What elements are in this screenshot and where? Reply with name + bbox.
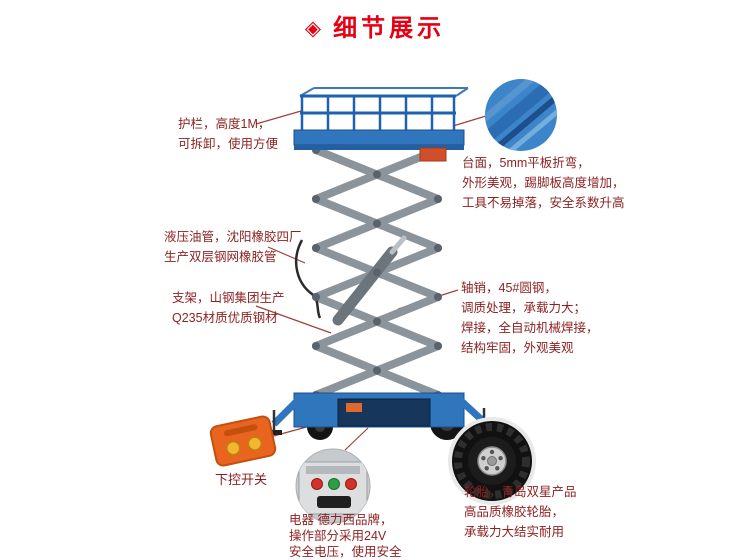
note-line: Q235材质优质钢材 — [172, 311, 278, 325]
note-line: 工具不易掉落，安全系数升高 — [462, 196, 625, 210]
note-line: 操作部分采用24V — [289, 529, 387, 543]
note-hydraulic-hose: 液压油管，沈阳橡胶四厂 生产双层钢网橡胶管 — [164, 227, 302, 267]
leader-frame — [255, 305, 332, 334]
note-guardrail: 护栏，高度1M， 可拆卸，使用方便 — [178, 114, 278, 154]
panel-button-green — [328, 478, 340, 490]
callout-circle-platform-detail — [485, 79, 557, 151]
leader-panel — [344, 427, 369, 451]
note-platform: 台面，5mm平板折弯， 外形美观，踢脚板高度增加， 工具不易掉落，安全系数升高 — [462, 153, 625, 213]
note-line: 生产双层钢网橡胶管 — [164, 250, 277, 264]
chassis-base — [266, 392, 492, 440]
platform-deck — [293, 129, 465, 162]
page-title: ◈ 细节展示 — [0, 8, 750, 43]
callout-tire — [448, 417, 536, 505]
note-electrical: 电器 德力西品牌， 操作部分采用24V 安全电压，使用安全 — [289, 512, 402, 560]
leader-platform-circle — [452, 115, 487, 127]
remote-button — [247, 436, 263, 451]
callout-control-panel — [295, 448, 371, 524]
note-line: 轮胎，青岛双星产品 — [464, 485, 577, 499]
note-line: 可拆卸，使用方便 — [178, 137, 279, 151]
callout-remote-control — [209, 415, 277, 467]
note-line: 承载力大结实耐用 — [464, 525, 565, 539]
note-line: 调质处理，承载力大； — [461, 301, 587, 315]
note-line: 液压油管，沈阳橡胶四厂 — [164, 230, 302, 244]
note-line: 台面，5mm平板折弯， — [462, 156, 590, 170]
diamond-icon: ◈ — [304, 17, 322, 40]
hydraulic-hose — [294, 239, 322, 319]
note-line: 高品质橡胶轮胎， — [464, 505, 565, 519]
note-line: 下控开关 — [215, 472, 268, 487]
leader-guardrail — [255, 110, 302, 125]
guardrail — [299, 87, 469, 131]
leader-hose — [267, 246, 306, 264]
note-line: 护栏，高度1M， — [178, 117, 271, 131]
note-lower-control-switch: 下控开关 — [215, 470, 267, 490]
note-line: 电器 德力西品牌， — [289, 513, 393, 527]
hydraulic-cylinder — [332, 235, 407, 326]
panel-button-red — [311, 478, 323, 490]
note-line: 外形美观，踢脚板高度增加， — [462, 176, 625, 190]
note-line: 结构牢固，外观美观 — [461, 341, 574, 355]
note-support-frame: 支架，山钢集团生产 Q235材质优质钢材 — [172, 288, 285, 328]
note-line: 安全电压，使用安全 — [289, 545, 402, 559]
note-axle-pin: 轴销，45#圆钢， 调质处理，承载力大； 焊接，全自动机械焊接， 结构牢固，外观… — [461, 278, 599, 358]
scissor-pivots — [312, 146, 442, 399]
note-line: 轴销，45#圆钢， — [461, 281, 557, 295]
panel-switch — [317, 496, 351, 508]
panel-button-red2 — [345, 478, 357, 490]
remote-button — [226, 440, 241, 456]
outrigger-left — [266, 395, 303, 435]
platform-power-box — [419, 147, 447, 162]
note-line: 焊接，全自动机械焊接， — [461, 321, 599, 335]
note-line: 支架，山钢集团生产 — [172, 291, 285, 305]
title-text: 细节展示 — [333, 15, 446, 42]
note-tires: 轮胎，青岛双星产品 高品质橡胶轮胎， 承载力大结实耐用 — [464, 482, 577, 542]
